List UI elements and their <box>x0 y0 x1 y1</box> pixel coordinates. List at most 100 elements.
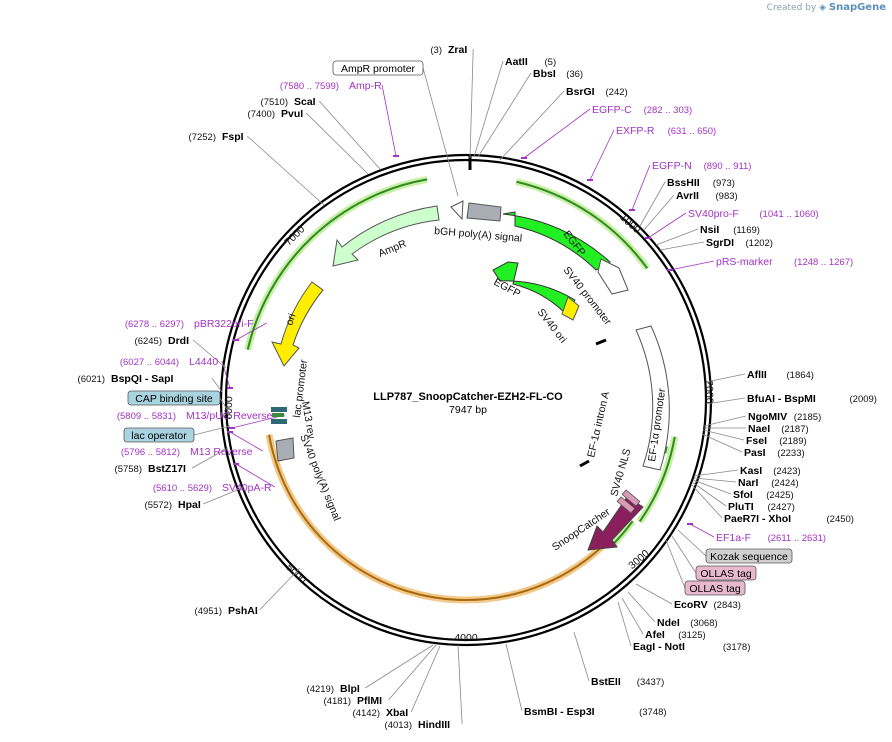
site-position: (6021) <box>78 374 105 385</box>
boxed-feature-1[interactable]: CAP binding site <box>127 390 221 406</box>
site-name: FspI <box>222 131 244 143</box>
primer-name: M13 Reverse <box>190 446 253 458</box>
site-36[interactable]: (7510)ScaI <box>261 96 316 108</box>
site-35[interactable]: (7400)PvuI <box>248 108 304 120</box>
feature-egfp-1[interactable] <box>502 211 611 271</box>
primer-leader <box>631 164 651 211</box>
site-32[interactable]: (6021)BspQI - SapI <box>78 373 174 385</box>
site-17[interactable]: PluTI(2427) <box>728 501 795 513</box>
site-34[interactable]: (7252)FspI <box>189 131 244 143</box>
primer-1[interactable]: EXFP-R(631 .. 650) <box>616 125 716 137</box>
features <box>271 200 670 551</box>
site-7[interactable]: SgrDI(1202) <box>706 237 773 249</box>
boxed-feature-leader <box>193 425 231 436</box>
site-28[interactable]: (4219)BlpI <box>307 683 360 695</box>
boxed-feature-3[interactable]: Kozak sequence <box>705 548 793 564</box>
site-23[interactable]: BstEII(3437) <box>591 676 664 688</box>
site-leader <box>705 373 746 383</box>
boxed-feature-2[interactable]: lac operator <box>123 427 195 443</box>
site-5[interactable]: AvrII(983) <box>676 190 738 202</box>
label-bgh-polya: bGH poly(A) signal <box>434 225 523 245</box>
primer-range: (1041 .. 1060) <box>759 209 818 220</box>
boxed-feature-bg <box>123 427 195 443</box>
boxed-feature-bg <box>695 565 757 581</box>
primer-3[interactable]: SV40pro-F (1041 .. 1060) <box>688 208 819 220</box>
feature-sv40-polya[interactable] <box>275 437 295 462</box>
site-29[interactable]: (4951)PshAI <box>195 605 258 617</box>
site-16[interactable]: SfoI(2425) <box>733 489 794 501</box>
site-name: NsiI <box>700 224 719 236</box>
site-11[interactable]: NaeI(2187) <box>748 423 809 435</box>
site-position: (2189) <box>779 436 806 447</box>
site-3[interactable]: BsrGI(242) <box>566 86 628 98</box>
site-19[interactable]: EcoRV(2843) <box>674 599 741 611</box>
site-26[interactable]: (4142)XbaI <box>353 707 409 719</box>
primer-8[interactable]: (6027 .. 6044)L4440 <box>120 356 219 368</box>
site-10[interactable]: NgoMIV(2185) <box>748 411 821 423</box>
site-position: (1864) <box>787 370 814 381</box>
site-9[interactable]: BfuAI - BspMI(2009) <box>747 393 877 405</box>
site-21[interactable]: AfeI(3125) <box>645 629 706 641</box>
feature-sv40-ori[interactable] <box>561 296 580 321</box>
feature-lac-promoter[interactable] <box>271 407 287 412</box>
site-position: (1202) <box>746 238 773 249</box>
feature-egfp-2[interactable] <box>492 261 576 315</box>
primer-10[interactable]: (5796 .. 5812) M13 Reverse <box>121 446 253 458</box>
feature-m13-rev[interactable] <box>272 413 284 417</box>
primer-name: SV40pro-F <box>688 208 739 220</box>
site-13[interactable]: PasI(2233) <box>744 447 805 459</box>
primer-name: EGFP-N <box>652 160 692 172</box>
site-33[interactable]: (6245)DrdI <box>135 335 190 347</box>
backbone-inner <box>224 158 708 642</box>
feature-bgh-polya[interactable] <box>466 202 502 222</box>
primer-5[interactable]: EF1a-F(2611 .. 2631) <box>716 532 826 544</box>
orf-ef1a-line <box>638 436 676 523</box>
site-20[interactable]: NdeI(3068) <box>657 617 718 629</box>
feature-small-arrow[interactable] <box>450 200 464 221</box>
primer-11[interactable]: (5610 .. 5629)SV40pA-R <box>153 482 272 494</box>
feature-sv40-promoter[interactable] <box>597 258 629 295</box>
primer-9[interactable]: (5809 .. 5831)M13/pUC Reverse <box>117 410 273 422</box>
site-leader <box>388 644 437 701</box>
site-24[interactable]: BsmBI - Esp3I(3748) <box>524 706 667 718</box>
boxed-feature-label: OLLAS tag <box>689 583 741 595</box>
site-2[interactable]: BbsI(36) <box>533 68 583 80</box>
tick-label: 4000 <box>454 632 478 644</box>
site-6[interactable]: NsiI(1169) <box>700 224 760 236</box>
boxed-feature-5[interactable]: OLLAS tag <box>684 580 746 596</box>
site-31[interactable]: (5758)BstZ17I <box>115 463 186 475</box>
feature-ollas-1[interactable] <box>616 496 636 514</box>
site-name: NarI <box>738 477 759 489</box>
outer-labels: (3)ZraI AatII(5)BbsI(36) BsrGI(242) BssHII(… <box>78 44 877 731</box>
site-1[interactable]: AatII(5) <box>505 56 556 68</box>
boxed-feature-4[interactable]: OLLAS tag <box>695 565 757 581</box>
site-position: (6245) <box>135 336 162 347</box>
primer-0[interactable]: EGFP-C(282 .. 303) <box>592 104 692 116</box>
primer-6[interactable]: (7580 .. 7599)Amp-R <box>280 80 382 92</box>
site-18[interactable]: PaeR7I - XhoI(2450) <box>724 513 854 525</box>
site-12[interactable]: FseI(2189) <box>746 435 807 447</box>
feature-lac-operator[interactable] <box>271 419 287 424</box>
site-8[interactable]: AflII(1864) <box>747 369 814 381</box>
site-30[interactable]: (5572)HpaI <box>145 499 201 511</box>
primer-2[interactable]: EGFP-N(890 .. 911) <box>652 160 751 172</box>
site-22[interactable]: EagI - NotI(3178) <box>633 641 750 653</box>
tick-label: 6000 <box>223 396 235 420</box>
site-27[interactable]: (4181)PflMI <box>324 695 383 707</box>
site-4[interactable]: BssHII(973) <box>667 177 735 189</box>
primer-range: (5796 .. 5812) <box>121 447 180 458</box>
site-0[interactable]: (3)ZraI <box>430 44 467 56</box>
primer-7[interactable]: (6278 .. 6297)pBR322ori-F <box>125 318 254 330</box>
boxed-feature-0[interactable]: AmpR promoter <box>332 60 424 76</box>
site-15[interactable]: NarI(2424) <box>738 477 799 489</box>
feature-ollas-2[interactable] <box>621 489 641 507</box>
feature-ori[interactable] <box>271 281 324 367</box>
feature-ampr[interactable] <box>332 205 440 267</box>
primer-4[interactable]: pRS-marker(1248 .. 1267) <box>716 256 853 268</box>
snapgene-watermark: Created by ◈ SnapGene <box>767 2 886 13</box>
site-25[interactable]: (4013)HindIII <box>385 719 451 731</box>
site-leader <box>505 643 523 712</box>
site-14[interactable]: KasI(2423) <box>740 465 801 477</box>
tick-2: 2000 <box>703 380 715 404</box>
feature-ef1a-promoter[interactable] <box>635 325 670 471</box>
